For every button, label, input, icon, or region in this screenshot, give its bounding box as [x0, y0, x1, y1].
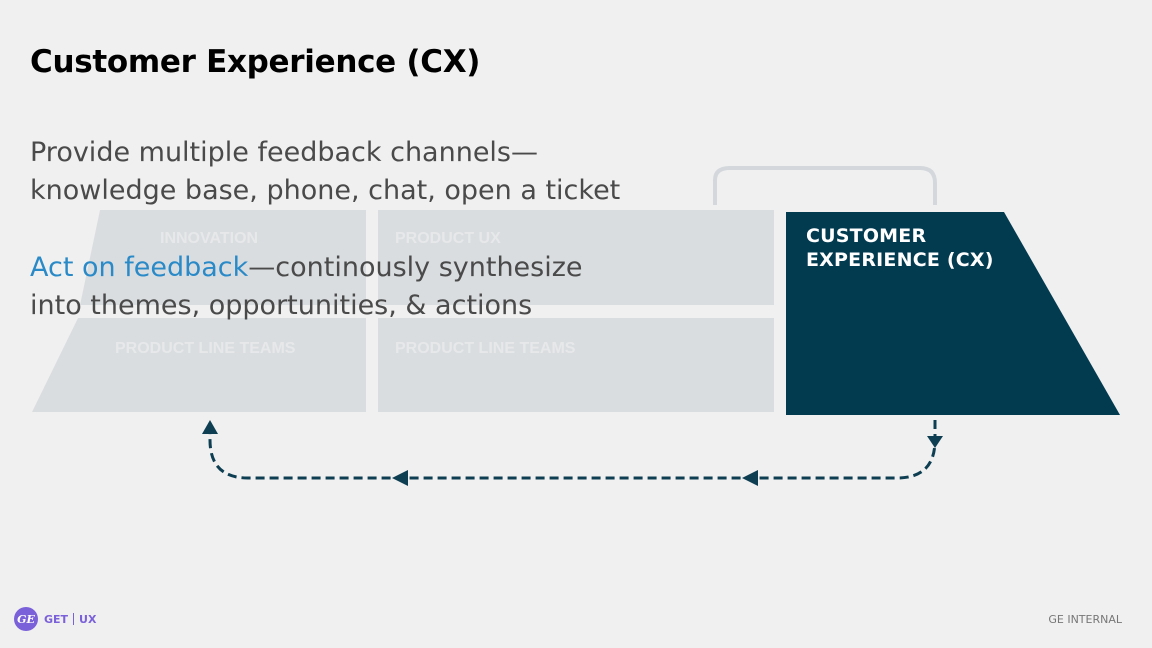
faded-label-product-line-right: PRODUCT LINE TEAMS [395, 340, 576, 357]
faded-box-product-line-right [378, 318, 774, 412]
paragraph1-line1: Provide multiple feedback channels— [30, 137, 539, 168]
faded-label-product-ux: PRODUCT UX [395, 230, 501, 247]
arrowhead-down [927, 436, 943, 448]
ge-logo-icon: GE [14, 607, 38, 631]
footer-logo: GE GET UX [14, 607, 96, 631]
act-on-feedback-paragraph: Act on feedback—continously synthesize i… [30, 249, 670, 325]
faded-label-product-line-left: PRODUCT LINE TEAMS [115, 340, 296, 357]
arrowhead-left-middle [392, 470, 408, 486]
cx-highlight-box [786, 212, 1120, 415]
faded-box-innovation [80, 210, 366, 305]
paragraph1-line2: knowledge base, phone, chat, open a tick… [30, 175, 621, 206]
paragraph2-line2: into themes, opportunities, & actions [30, 290, 533, 321]
act-on-feedback-accent: Act on feedback [30, 252, 249, 283]
cx-box-label: CUSTOMER EXPERIENCE (CX) [806, 224, 994, 272]
paragraph2-line1: Act on feedback—continously synthesize [30, 249, 670, 287]
feedback-channels-paragraph: Provide multiple feedback channels— know… [30, 134, 670, 210]
arrowhead-left-right [742, 470, 758, 486]
slide-title: Customer Experience (CX) [30, 44, 481, 80]
brand-right: UX [79, 612, 97, 626]
faded-label-innovation: INNOVATION [160, 230, 258, 247]
brand-left: GET [44, 612, 69, 626]
arrowhead-up [202, 420, 218, 434]
cx-label-line1: CUSTOMER [806, 225, 927, 247]
faded-top-connector [713, 166, 937, 205]
classification-label: GE INTERNAL [1048, 613, 1122, 626]
paragraph2-line1-rest: —continously synthesize [248, 252, 583, 283]
cx-label-line2: EXPERIENCE (CX) [806, 249, 994, 271]
faded-box-product-line-left [32, 318, 366, 412]
feedback-loop-path [208, 420, 937, 480]
brand-wordmark: GET UX [44, 613, 96, 626]
brand-separator [73, 613, 75, 625]
faded-box-product-ux [378, 210, 774, 305]
